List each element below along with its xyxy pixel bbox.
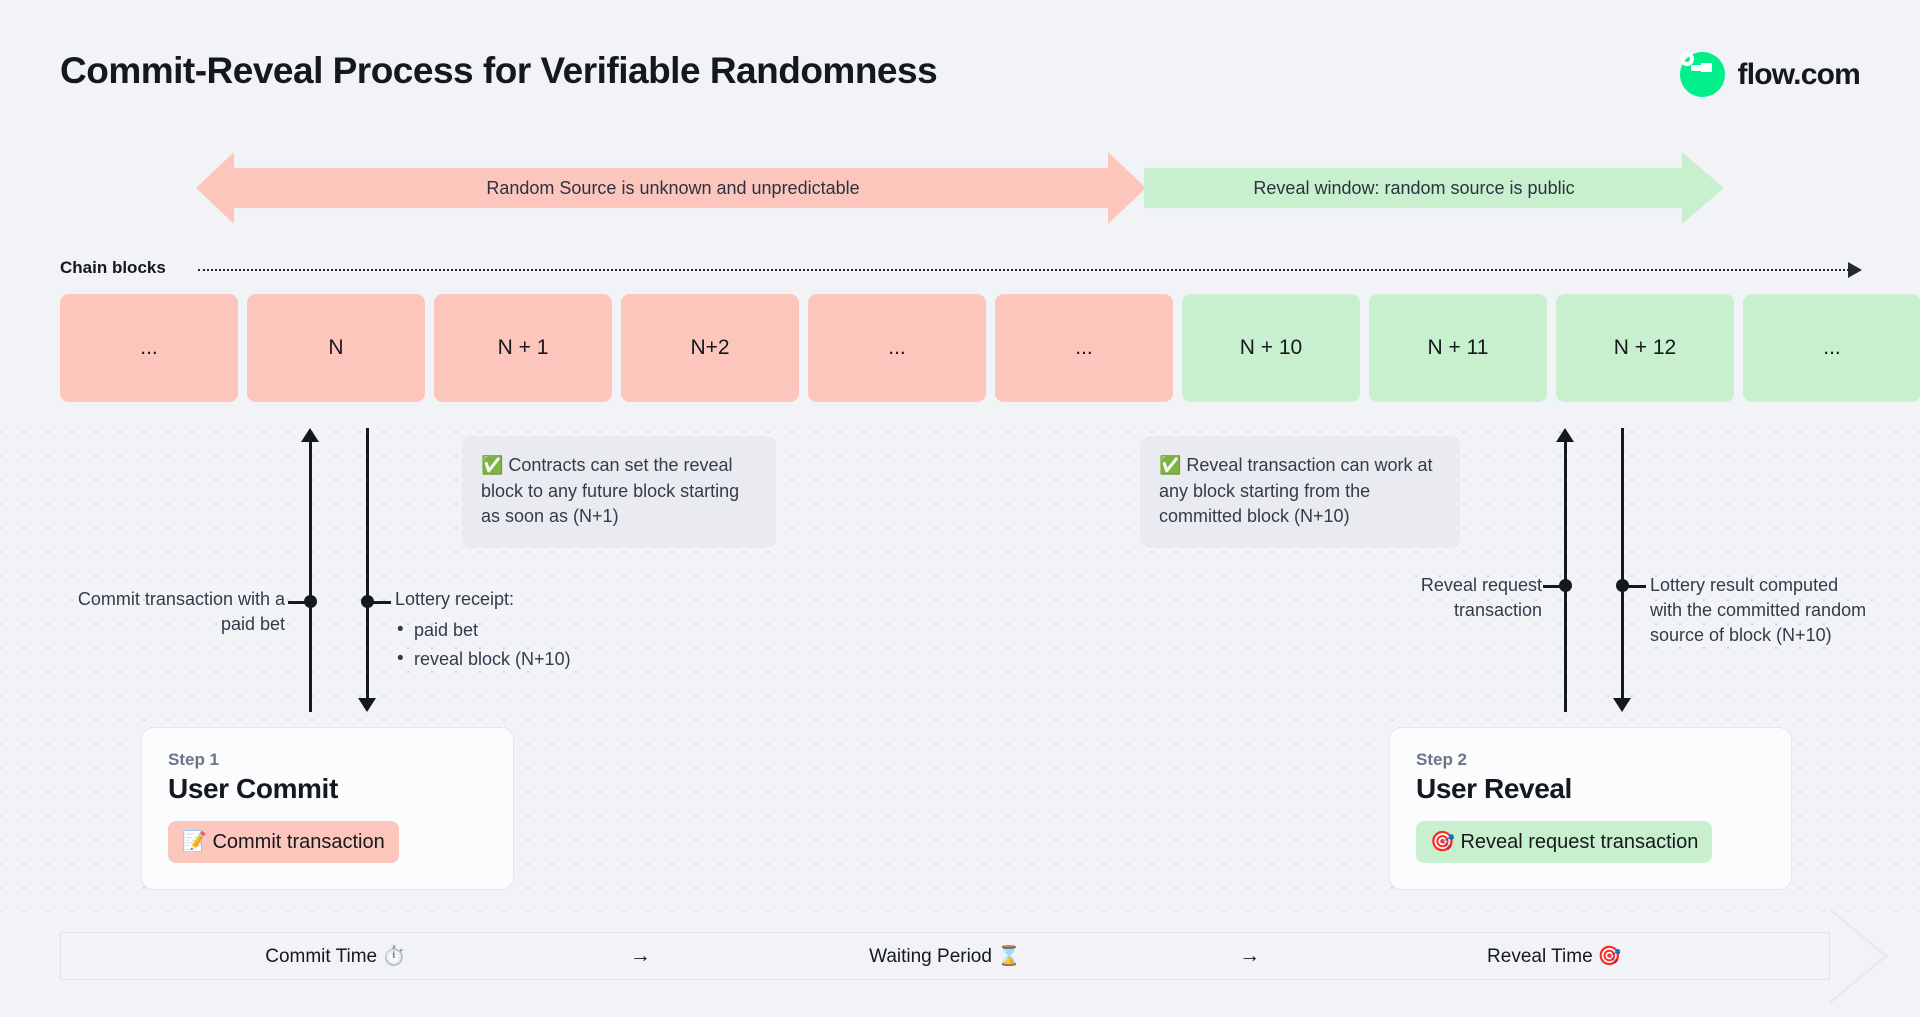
- chain-block: N+2: [621, 294, 799, 402]
- timeline-phase-waiting: Waiting Period ⌛: [869, 946, 1021, 967]
- receipt-arrow-line: [366, 428, 369, 700]
- receipt-arrow-dot: [361, 595, 374, 608]
- annotation-reveal-request: Reveal request transaction: [1420, 575, 1542, 620]
- timeline-phase-reveal: Reveal Time 🎯: [1487, 946, 1622, 967]
- flow-logo-icon: [1679, 52, 1725, 97]
- receipt-arrow-head-icon: [358, 698, 376, 712]
- chain-block: N + 10: [1182, 294, 1360, 402]
- result-leader-line: [1622, 585, 1646, 588]
- step-pill-commit-transaction[interactable]: 📝 Commit transaction: [168, 821, 399, 863]
- chain-axis-arrow-icon: [1848, 262, 1862, 278]
- list-item: reveal block (N+10): [395, 646, 665, 672]
- result-arrow-dot: [1616, 579, 1629, 592]
- result-arrow-head-icon: [1613, 698, 1631, 712]
- result-arrow-line: [1621, 428, 1624, 700]
- banner-unknown-label: Random Source is unknown and unpredictab…: [486, 177, 860, 198]
- reveal-arrow-dot: [1559, 579, 1572, 592]
- commit-arrow-head-icon: [301, 428, 319, 442]
- annotation-lottery-receipt: Lottery receipt: paid bet reveal block (…: [395, 587, 665, 672]
- phase-banner-row: Random Source is unknown and unpredictab…: [0, 152, 1920, 224]
- callout-reveal-transaction-window: ✅ Reveal transaction can work at any blo…: [1140, 436, 1460, 548]
- annotation-lottery-receipt-title: Lottery receipt:: [395, 589, 515, 609]
- annotation-lottery-result: Lottery result computed with the committ…: [1650, 575, 1867, 645]
- banner-reveal-phase: Reveal window: random source is public: [1144, 152, 1724, 224]
- step-kicker: Step 2: [1416, 750, 1468, 769]
- timeline-arrow-1-icon: →: [629, 944, 651, 967]
- annotation-lottery-receipt-list: paid bet reveal block (N+10): [395, 617, 665, 672]
- commit-leader-line: [288, 601, 312, 604]
- timeline-arrow-head-fill: [1829, 910, 1884, 1002]
- annotation-commit-transaction: Commit transaction with a paid bet: [77, 589, 285, 634]
- chain-block: ...: [995, 294, 1173, 402]
- callout-contracts-reveal-block: ✅ Contracts can set the reveal block to …: [462, 436, 776, 548]
- timeline-arrow-2-icon: →: [1239, 944, 1261, 967]
- step-card-user-commit[interactable]: Step 1 User Commit 📝 Commit transaction: [141, 727, 514, 890]
- banner-reveal-label: Reveal window: random source is public: [1253, 177, 1575, 198]
- step-kicker: Step 1: [168, 750, 220, 769]
- chain-block: ...: [808, 294, 986, 402]
- reveal-arrow-line: [1564, 440, 1567, 712]
- chain-block: N: [247, 294, 425, 402]
- step-title: User Commit: [168, 773, 338, 804]
- step-pill-reveal-request-transaction[interactable]: 🎯 Reveal request transaction: [1416, 821, 1713, 863]
- banner-unknown-phase: Random Source is unknown and unpredictab…: [196, 152, 1146, 224]
- chain-blocks-label: Chain blocks: [60, 258, 166, 277]
- brand-name: flow.com: [1737, 57, 1861, 91]
- step-title: User Reveal: [1416, 773, 1572, 804]
- list-item: paid bet: [395, 617, 665, 643]
- timeline-phase-commit: Commit Time ⏱️: [265, 946, 407, 967]
- timeline-bar: Commit Time ⏱️ → Waiting Period ⌛ → Reve…: [60, 932, 1830, 980]
- commit-arrow-line: [309, 440, 312, 712]
- commit-arrow-dot: [304, 595, 317, 608]
- page-title: Commit-Reveal Process for Verifiable Ran…: [60, 50, 938, 91]
- chain-block: ...: [1743, 294, 1920, 402]
- brand-logo: flow.com: [1679, 52, 1861, 97]
- reveal-arrow-head-icon: [1556, 428, 1574, 442]
- step-card-user-reveal[interactable]: Step 2 User Reveal 🎯 Reveal request tran…: [1389, 727, 1792, 890]
- chain-block: N + 11: [1369, 294, 1547, 402]
- chain-axis-dotted-line: [198, 269, 1853, 271]
- chain-block: ...: [60, 294, 238, 402]
- chain-block: N + 12: [1556, 294, 1734, 402]
- chain-block: N + 1: [434, 294, 612, 402]
- reveal-leader-line: [1543, 585, 1567, 588]
- receipt-leader-line: [367, 601, 391, 604]
- chain-block-row: ... N N + 1 N+2 ... ... N + 10 N + 11 N …: [60, 294, 1920, 402]
